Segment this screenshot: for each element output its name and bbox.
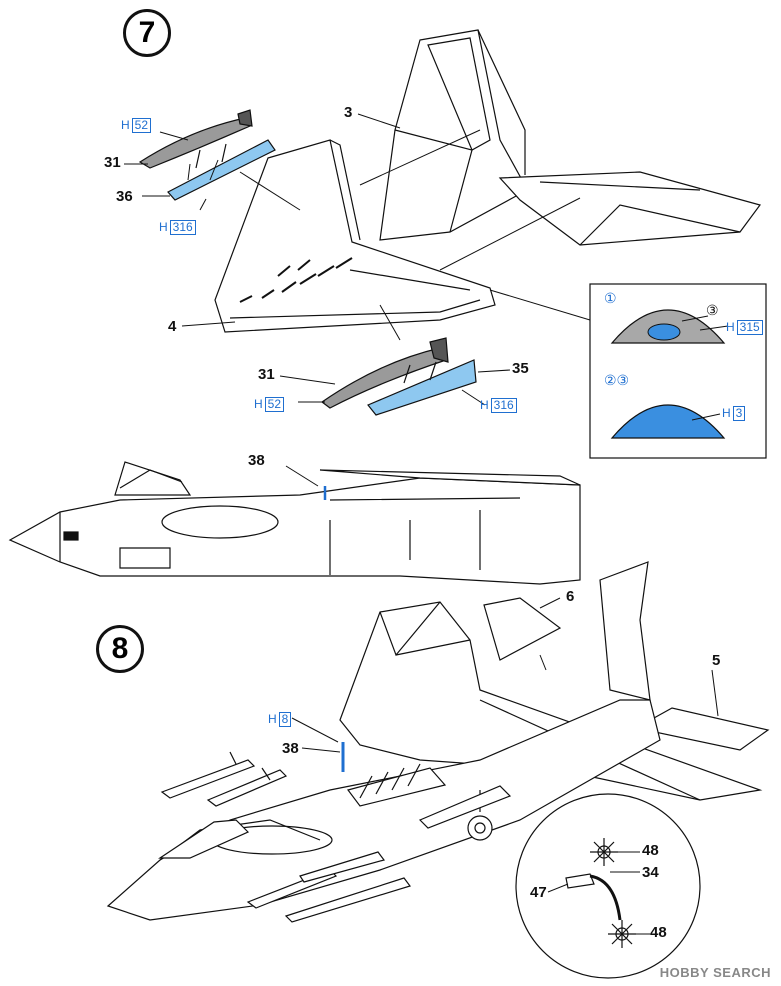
- aircraft-assembled: [106, 561, 770, 921]
- label-part-6: 6: [566, 588, 575, 605]
- assembly-arrows: [195, 143, 437, 384]
- label-part-47: 47: [530, 884, 547, 901]
- label-part-4: 4: [168, 318, 177, 335]
- label-part-5: 5: [712, 652, 721, 669]
- leader-lines-7: [124, 113, 591, 406]
- label-part-31-lower: 31: [258, 366, 275, 383]
- step-7-badge: 7: [123, 9, 171, 57]
- label-part-3: 3: [344, 104, 353, 121]
- label-part-35: 35: [512, 360, 529, 377]
- step-8-badge: 8: [96, 625, 144, 673]
- wing-part4: [214, 139, 496, 333]
- missiles-lower: [246, 851, 411, 923]
- label-part-31-upper: 31: [104, 154, 121, 171]
- label-part-34: 34: [642, 864, 659, 881]
- fuselage-side: [8, 461, 581, 585]
- label-part-48-lower: 48: [650, 924, 667, 941]
- inset-box: [589, 283, 767, 459]
- tail-fin-part3: [379, 29, 762, 246]
- label-part-48-upper: 48: [642, 842, 659, 859]
- detail-circle: [515, 793, 701, 979]
- label-part-38-upper: 38: [248, 452, 265, 469]
- inset-circle-2-3: ②③: [604, 372, 630, 388]
- bomb-lower: [320, 337, 449, 409]
- leader-lines-8: [291, 597, 719, 753]
- label-part-36: 36: [116, 188, 133, 205]
- watermark: HOBBY SEARCH: [659, 965, 771, 980]
- bomb-upper: [138, 109, 253, 169]
- label-part-38-lower: 38: [282, 740, 299, 757]
- pylon-lower: [367, 359, 477, 416]
- missiles-upper: [160, 751, 288, 807]
- inset-circle-1: ①: [604, 290, 617, 306]
- pylon-upper: [167, 139, 276, 201]
- inset-circle-3: ③: [706, 302, 719, 318]
